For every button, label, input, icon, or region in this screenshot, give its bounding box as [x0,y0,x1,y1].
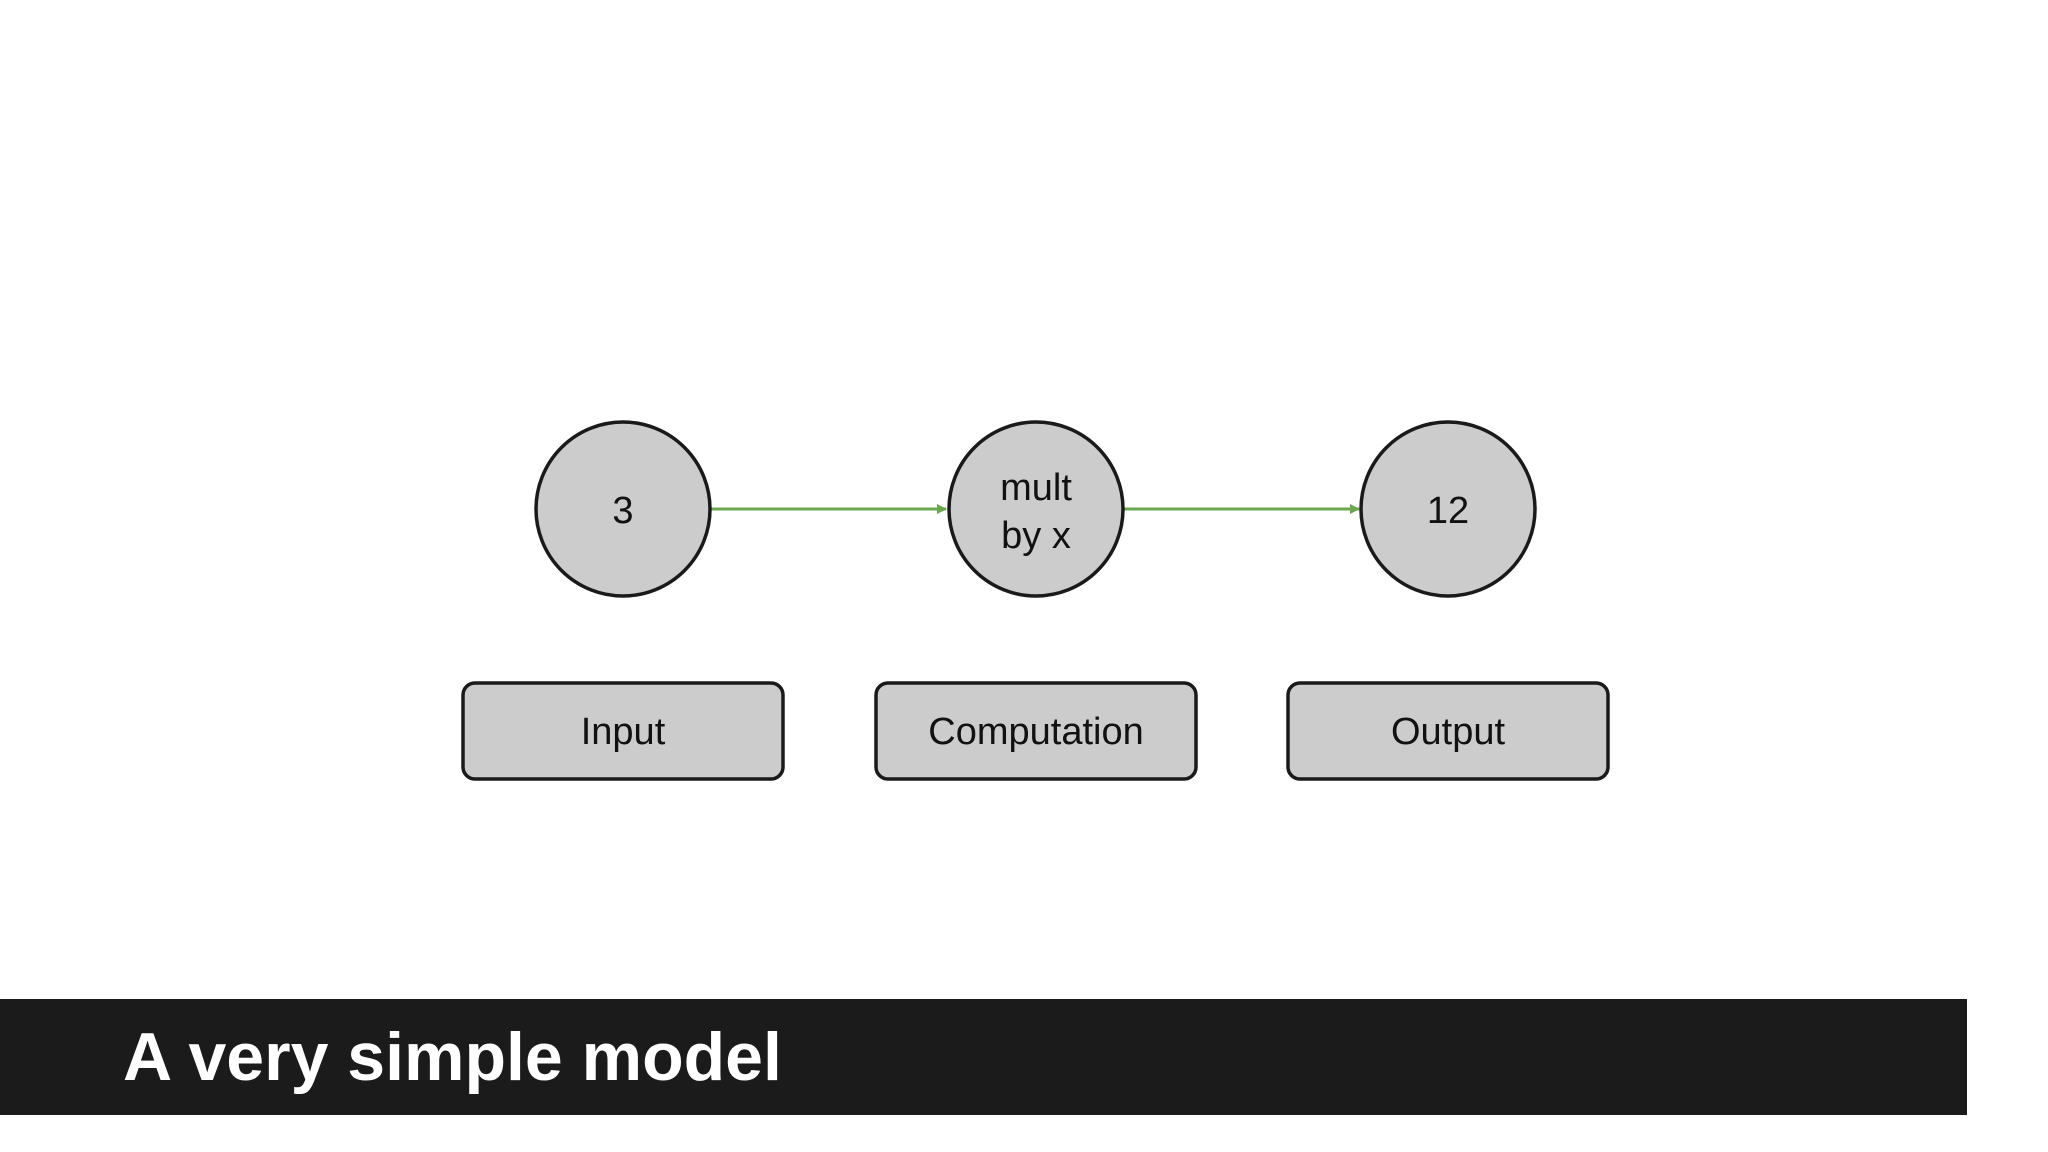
node-output: 12 [1359,420,1537,598]
stage-label-output: Output [1391,711,1506,753]
stage-label-computation: Computation [928,711,1143,753]
node-output-label: 12 [1427,490,1469,532]
node-input-label: 3 [612,490,633,532]
stage-box-computation: Computation [874,681,1198,781]
stage-label-input: Input [581,711,666,753]
node-computation: mult by x [947,420,1125,598]
node-input: 3 [534,420,712,598]
title-bar: A very simple model [0,999,1967,1115]
stage-box-input: Input [461,681,785,781]
node-computation-label-line1: mult [1000,467,1072,509]
slide-title: A very simple model [123,1019,782,1095]
node-computation-label-line2: by x [1001,515,1071,557]
stage-box-output: Output [1286,681,1610,781]
